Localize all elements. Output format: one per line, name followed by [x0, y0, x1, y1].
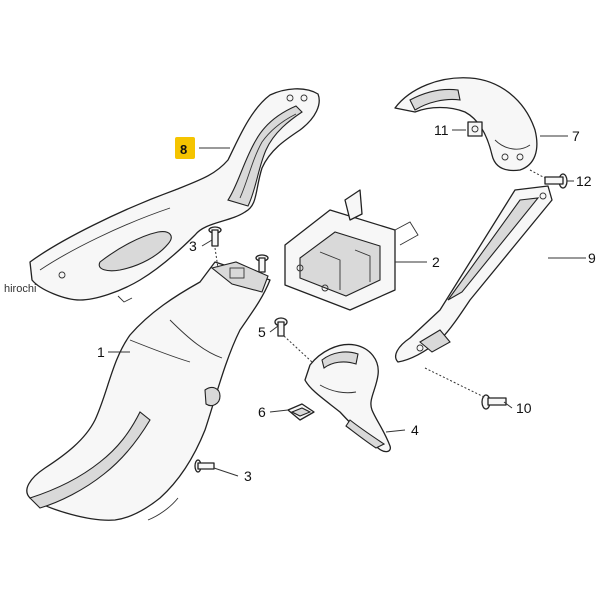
part-10-screw[interactable]	[481, 394, 507, 410]
callout-2: 2	[432, 254, 440, 270]
callout-10: 10	[516, 400, 532, 416]
assembly-lines	[214, 169, 546, 399]
part-6-clip-nut[interactable]	[287, 403, 315, 421]
part-12-screw[interactable]	[544, 173, 568, 189]
callout-3-lower: 3	[244, 468, 252, 484]
part-4-tail-housing[interactable]	[304, 343, 391, 453]
callout-labels: 8 1 2 3 3 4 5 6 7 9 10 11 12	[97, 122, 596, 484]
callout-4: 4	[411, 422, 419, 438]
part-11-speed-nut[interactable]	[467, 121, 483, 137]
part-3-screw-lower[interactable]	[194, 459, 215, 473]
callout-8: 8	[180, 142, 187, 157]
leader-lines	[108, 129, 586, 477]
part-3-screw-upper[interactable]	[208, 226, 222, 247]
callout-11: 11	[434, 122, 449, 138]
callout-8-highlight	[175, 137, 195, 159]
callout-7: 7	[572, 128, 580, 144]
callout-3-upper: 3	[189, 238, 197, 254]
callout-12: 12	[576, 173, 592, 189]
watermark-text: hirochi	[4, 283, 37, 295]
part-2-bracket[interactable]	[284, 189, 419, 311]
part-5-screw[interactable]	[274, 317, 288, 337]
callout-9: 9	[588, 250, 596, 266]
callout-5: 5	[258, 324, 266, 340]
part-7-rear-cover[interactable]	[394, 77, 538, 172]
part-9-side-rail[interactable]	[395, 185, 553, 363]
callout-1: 1	[97, 344, 105, 360]
callout-6: 6	[258, 404, 266, 420]
part-3-screw-mid[interactable]	[255, 254, 269, 273]
part-1-rear-fender[interactable]	[26, 261, 271, 521]
part-8-side-cover[interactable]	[29, 88, 320, 303]
